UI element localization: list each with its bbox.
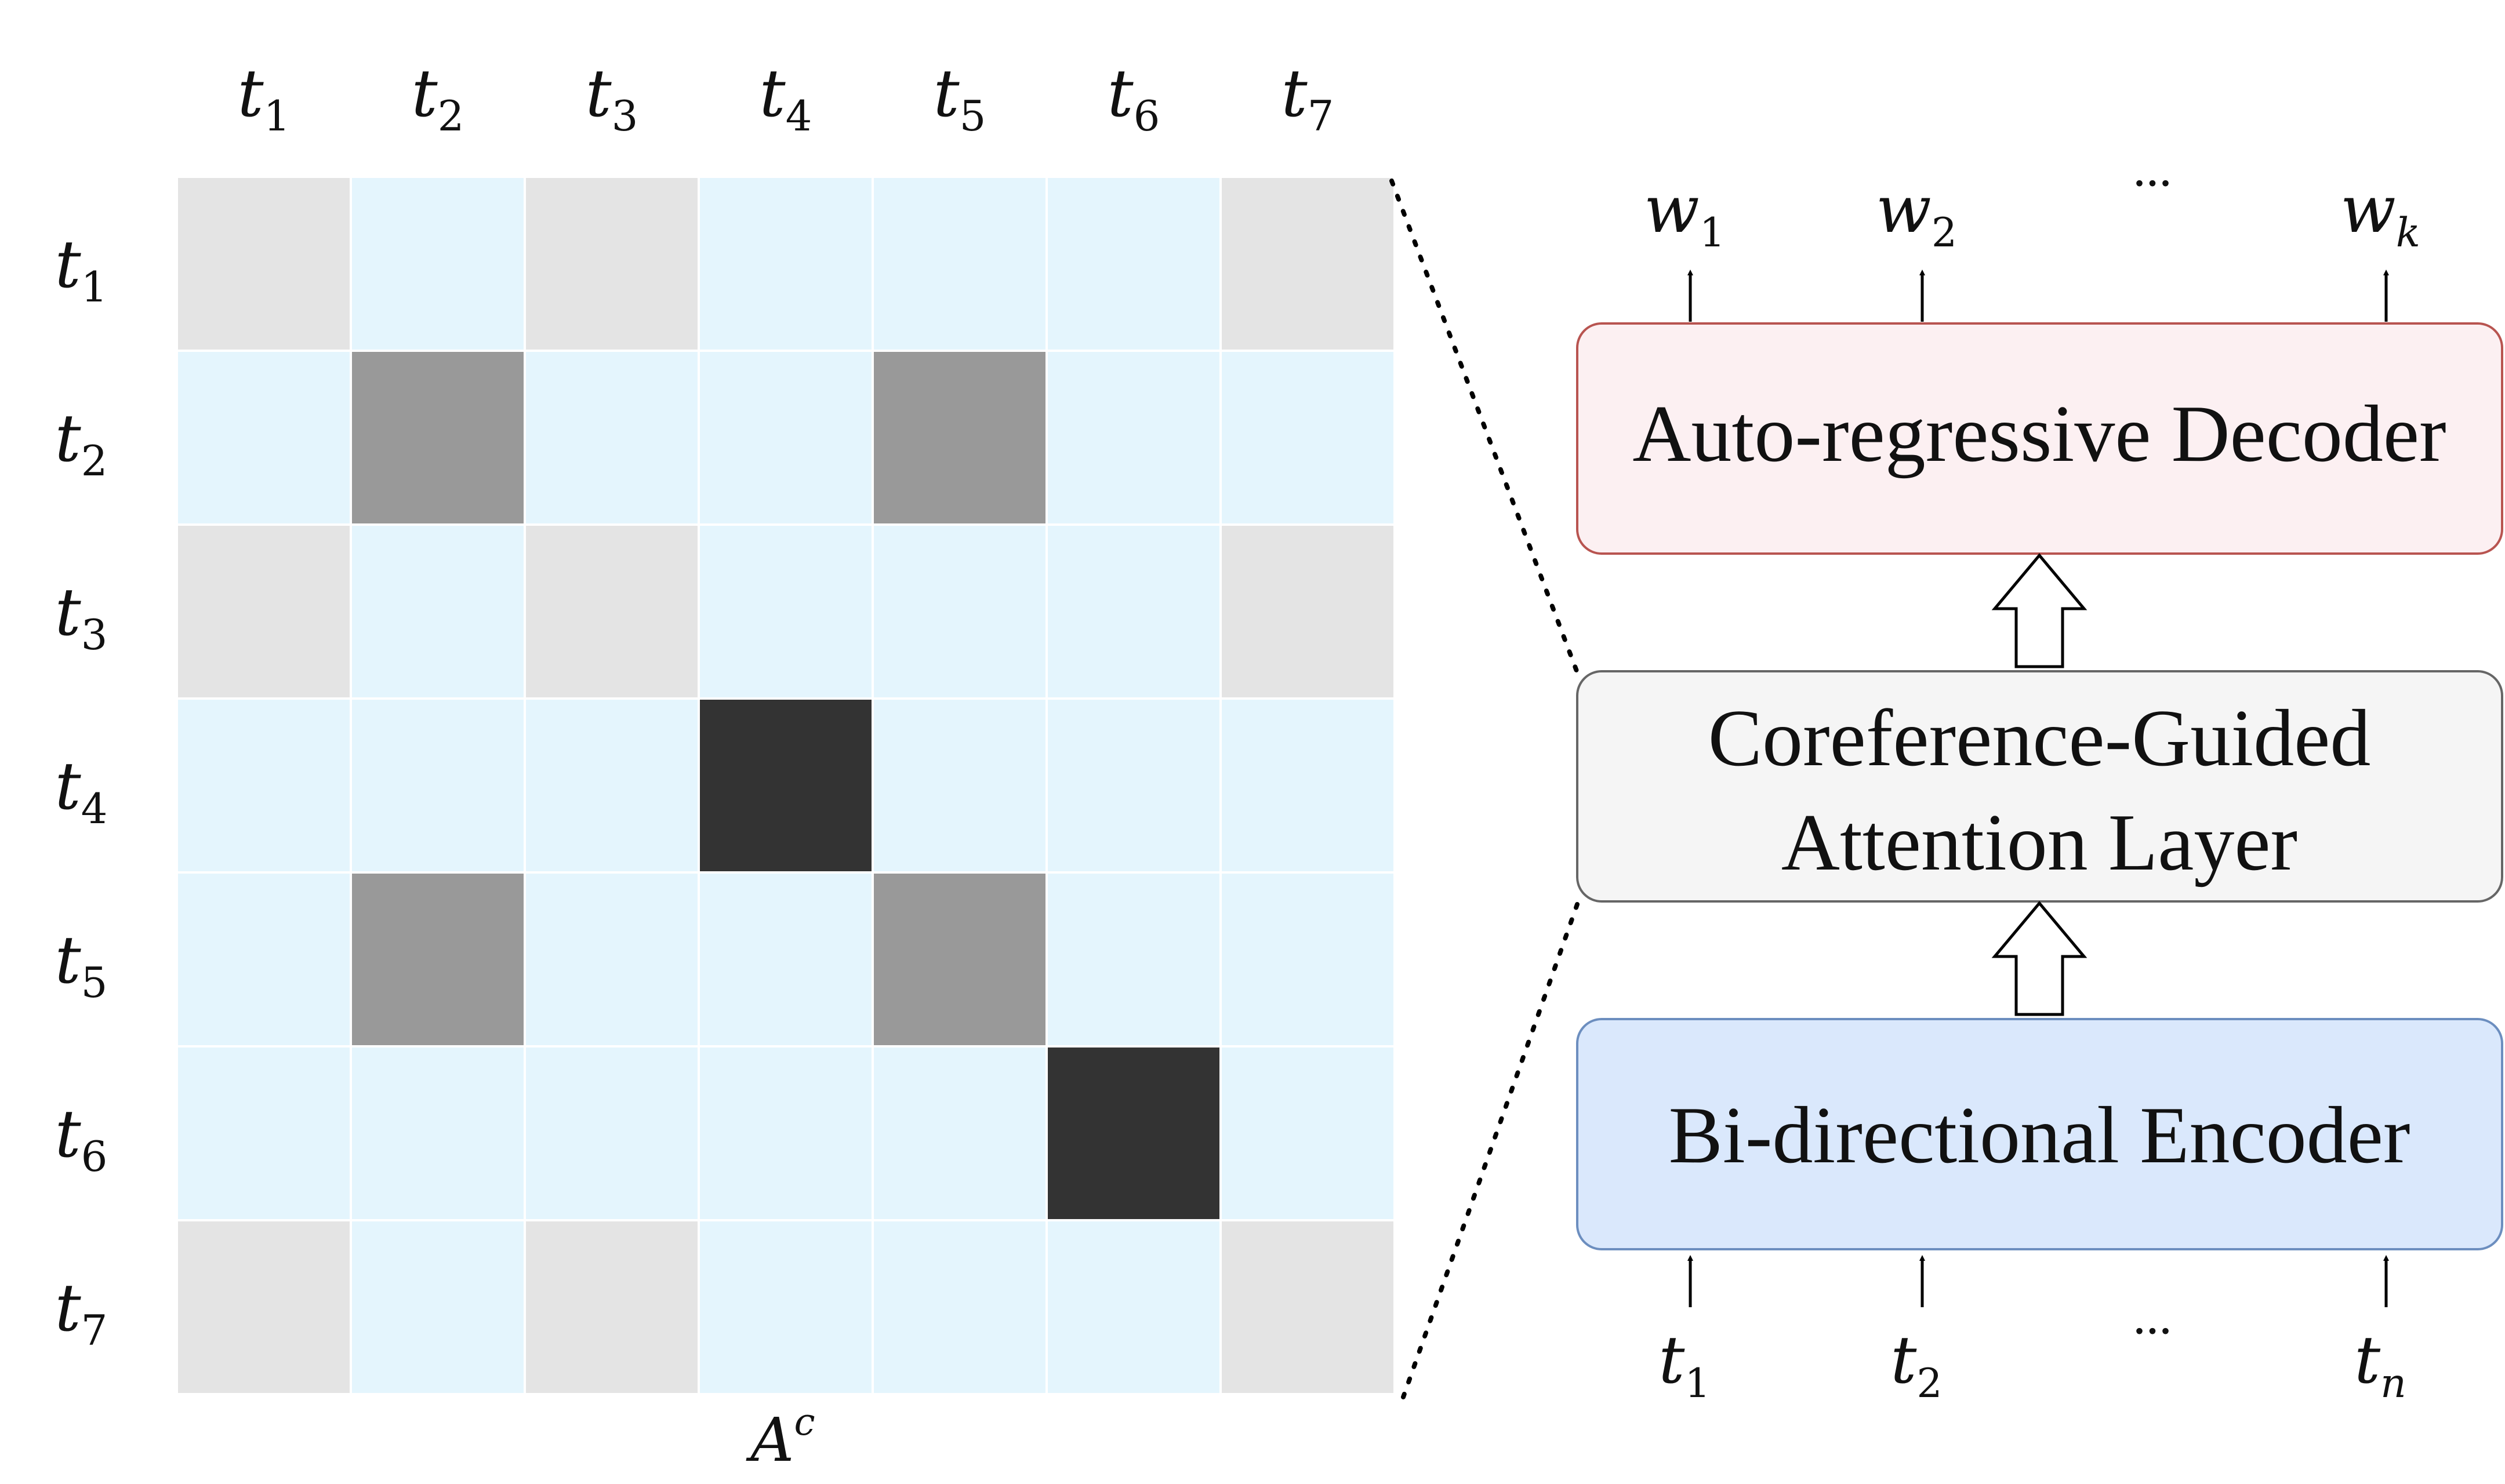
matrix-cell-r5-c5	[872, 871, 1048, 1047]
matrix-cell-r4-c1	[176, 697, 352, 874]
matrix-cell-r7-c4	[698, 1219, 874, 1395]
matrix-cell-r1-c7	[1219, 176, 1396, 352]
input-token-2: t2	[1890, 1323, 1942, 1407]
row-label-1: t1	[55, 227, 108, 311]
matrix-cell-r2-c4	[698, 350, 874, 526]
matrix-cell-r1-c1	[176, 176, 352, 352]
zoom-connector-top	[1389, 179, 1580, 675]
matrix-cell-r5-c2	[350, 871, 526, 1047]
row-label-6: t6	[55, 1097, 108, 1181]
column-label-2: t2	[412, 56, 464, 140]
row-label-3: t3	[55, 575, 108, 659]
matrix-cell-r2-c6	[1045, 350, 1222, 526]
matrix-cell-r7-c1	[176, 1219, 352, 1395]
matrix-cell-r4-c4	[698, 697, 874, 874]
matrix-cell-r5-c3	[524, 871, 700, 1047]
matrix-cell-r6-c5	[872, 1045, 1048, 1221]
matrix-cell-r7-c5	[872, 1219, 1048, 1395]
block-arrow-encoder-to-attention	[1991, 901, 2088, 1016]
row-label-7: t7	[55, 1271, 108, 1355]
matrix-cell-r2-c2	[350, 350, 526, 526]
attention-layer-label: Coreference-Guided	[1708, 693, 2371, 783]
matrix-cell-r1-c3	[524, 176, 700, 352]
matrix-cell-r2-c1	[176, 350, 352, 526]
block-arrow-attention-to-decoder	[1991, 553, 2088, 668]
row-label-5: t5	[55, 923, 108, 1007]
matrix-cell-r5-c1	[176, 871, 352, 1047]
matrix-cell-r7-c3	[524, 1219, 700, 1395]
matrix-cell-r3-c6	[1045, 523, 1222, 700]
matrix-cell-r2-c5	[872, 350, 1048, 526]
matrix-cell-r6-c6	[1045, 1045, 1222, 1221]
matrix-cell-r6-c1	[176, 1045, 352, 1221]
column-label-7: t7	[1281, 56, 1334, 140]
matrix-cell-r5-c6	[1045, 871, 1222, 1047]
matrix-cell-r2-c3	[524, 350, 700, 526]
matrix-cell-r6-c7	[1219, 1045, 1396, 1221]
column-label-6: t6	[1108, 56, 1160, 140]
matrix-cell-r7-c2	[350, 1219, 526, 1395]
matrix-cell-r3-c4	[698, 523, 874, 700]
matrix-cell-r6-c3	[524, 1045, 700, 1221]
zoom-connector-bottom	[1401, 902, 1580, 1399]
matrix-caption: Ac	[746, 1401, 815, 1475]
matrix-cell-r7-c6	[1045, 1219, 1222, 1395]
attention-layer-label-line2: Attention Layer	[1781, 798, 2297, 888]
row-label-4: t4	[55, 749, 108, 833]
coreference-matrix	[176, 176, 1396, 1395]
column-label-4: t4	[760, 56, 812, 140]
column-label-5: t5	[934, 56, 986, 140]
input-ellipsis: ...	[2133, 1287, 2172, 1345]
matrix-cell-r5-c7	[1219, 871, 1396, 1047]
column-label-1: t1	[238, 56, 291, 140]
matrix-cell-r3-c2	[350, 523, 526, 700]
output-token-1: w1	[1644, 172, 1725, 256]
encoder-label: Bi-directional Encoder	[1669, 1090, 2410, 1180]
matrix-cell-r4-c7	[1219, 697, 1396, 874]
matrix-row-labels: t1 t2 t3 t4 t5 t6 t7	[55, 227, 108, 1355]
matrix-cell-r4-c5	[872, 697, 1048, 874]
matrix-cell-r4-c2	[350, 697, 526, 874]
matrix-cell-r5-c4	[698, 871, 874, 1047]
matrix-cell-r7-c7	[1219, 1219, 1396, 1395]
matrix-cell-r4-c3	[524, 697, 700, 874]
decoder-label: Auto-regressive Decoder	[1632, 389, 2446, 479]
output-token-k: wk	[2340, 172, 2420, 256]
matrix-cell-r3-c3	[524, 523, 700, 700]
matrix-cell-r1-c4	[698, 176, 874, 352]
matrix-cell-r2-c7	[1219, 350, 1396, 526]
matrix-cell-r3-c5	[872, 523, 1048, 700]
input-token-n: tn	[2354, 1323, 2406, 1407]
matrix-cell-r1-c2	[350, 176, 526, 352]
row-label-2: t2	[55, 401, 108, 485]
matrix-cell-r4-c6	[1045, 697, 1222, 874]
matrix-cell-r1-c6	[1045, 176, 1222, 352]
column-label-3: t3	[586, 56, 638, 140]
matrix-cell-r3-c1	[176, 523, 352, 700]
matrix-cell-r6-c2	[350, 1045, 526, 1221]
matrix-cell-r6-c4	[698, 1045, 874, 1221]
matrix-cell-r3-c7	[1219, 523, 1396, 700]
encoder-box	[1576, 1018, 2503, 1250]
output-token-2: w2	[1876, 172, 1957, 256]
matrix-column-labels: t1 t2 t3 t4 t5 t6 t7	[238, 56, 1334, 140]
matrix-cell-r1-c5	[872, 176, 1048, 352]
output-ellipsis: ...	[2133, 140, 2172, 197]
input-token-1: t1	[1658, 1323, 1710, 1407]
